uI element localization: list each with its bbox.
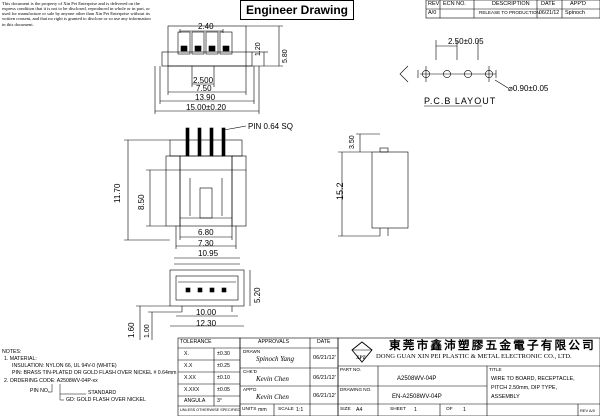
- approvals-title: APPROVALS: [258, 339, 290, 345]
- note-2a: PIN NO.: [30, 388, 50, 394]
- title-line-1: WIRE TO BOARD, RECEPTACLE,: [491, 376, 575, 382]
- sheet-label: SHEET: [390, 407, 406, 412]
- tol-row-2-key: X.X: [184, 363, 193, 369]
- company-name-en: DONG GUAN XIN PEI PLASTIC & METAL ELECTR…: [376, 353, 572, 360]
- dim-top-pitch: 2.40: [198, 22, 214, 31]
- approvals-date-header: DATE: [317, 339, 331, 345]
- title-label: TITLE: [489, 367, 502, 372]
- tolerance-footer: UNLESS OTHERWISE SPECIFIED: [180, 408, 241, 412]
- rev-footer-value: A/0: [589, 408, 596, 413]
- tol-row-3-value: ±0.10: [217, 375, 230, 381]
- dim-front-h2: 8.50: [137, 194, 146, 210]
- dim-top-h1: 1.20: [255, 42, 262, 56]
- tolerance-title: TOLERANCE: [180, 339, 212, 345]
- part-no-value: A2508WV-04P: [397, 376, 437, 382]
- dim-bottom-h1: 5.20: [253, 287, 262, 303]
- approval-role-drawn: DRAWN: [243, 349, 261, 354]
- dim-pcb-hole: ⌀0.90±0.05: [508, 84, 549, 93]
- of-value: 1: [463, 407, 466, 413]
- dim-top-w1: 2.500: [193, 76, 214, 85]
- tol-row-5-key: ANGULA: [184, 398, 206, 404]
- dim-pcb-pitch: 2.50±0.05: [448, 37, 484, 46]
- dim-bottom-h3: 1.00: [144, 324, 151, 338]
- ordering-code-leaders: [48, 384, 86, 401]
- top-view: [154, 25, 283, 114]
- note-2: 2. ORDERING CODE: A2508WV-04P-xx: [4, 378, 98, 384]
- rev-footer-label: REV: [580, 408, 589, 413]
- size-value: A4: [356, 407, 363, 413]
- company-name-cn: 東莞市鑫沛塑膠五金電子有限公司: [389, 339, 596, 352]
- tol-row-5-value: 3°: [217, 398, 222, 404]
- dim-top-w4: 15.00±0.20: [186, 103, 226, 112]
- description-value: RELEASE TO PRODUCTION: [479, 10, 540, 15]
- ecn-header: ECN NO.: [443, 1, 466, 7]
- title-line-3: ASSEMBLY: [491, 394, 520, 400]
- appd-header: APP'D: [570, 1, 587, 7]
- rev-header: REV: [428, 1, 440, 7]
- note-2c: GD: GOLD FLASH OVER NICKEL: [66, 397, 146, 403]
- approval-role-appd: APP'D: [243, 387, 257, 392]
- units-value: mm: [258, 407, 267, 413]
- scale-label: SCALE: [278, 407, 294, 412]
- tol-row-3-key: X.XX: [184, 375, 196, 381]
- dim-front-w2: 7.30: [198, 239, 214, 248]
- dim-top-w2: 7.50: [196, 84, 212, 93]
- company-logo: [351, 341, 373, 363]
- approval-date-appd: 06/21/12': [313, 393, 336, 399]
- tol-row-1-key: X.: [184, 351, 189, 357]
- dim-side-h1: 3.50: [349, 135, 356, 149]
- side-view: [338, 133, 409, 237]
- approval-name-appd: Kevin Chen: [256, 393, 289, 401]
- title-line-2: PITCH 2.50mm, DIP TYPE,: [491, 385, 558, 391]
- confidentiality-notice: This document is the property of Xin Pei…: [2, 1, 151, 27]
- dim-front-w1: 6.80: [198, 228, 214, 237]
- of-label: OF: [446, 407, 453, 412]
- dim-bottom-h2: 1.60: [127, 322, 136, 338]
- approval-name-chkd: Kevin Chen: [256, 375, 289, 383]
- front-view: [124, 125, 247, 249]
- approval-date-drawn: 06/21/12': [313, 355, 336, 361]
- units-label: UNITS: [242, 407, 257, 412]
- company-logo-text: XPT: [356, 356, 366, 361]
- dim-front-h1: 11.70: [113, 183, 122, 203]
- dim-side-h2: 15.2: [335, 182, 345, 200]
- tol-row-4-value: ±0.05: [217, 387, 230, 393]
- note-2b: STANDARD: [88, 390, 117, 396]
- approval-role-chkd: CHK'D: [243, 369, 257, 374]
- description-header: DESCRIPTION: [492, 1, 530, 7]
- approval-date-chkd: 06/21/12': [313, 375, 336, 381]
- scale-value: 1:1: [296, 407, 304, 413]
- bottom-view: [136, 257, 251, 340]
- pcb-layout: [399, 40, 509, 107]
- pcb-layout-label: P.C.B LAYOUT: [424, 96, 497, 106]
- sheet-value: 1: [414, 407, 417, 413]
- dim-bottom-w2: 10.00: [196, 308, 217, 317]
- title-block: [273, 337, 600, 416]
- part-no-label: PART NO.: [340, 367, 362, 372]
- tol-row-4-key: X.XXX: [184, 387, 200, 393]
- approval-name-drawn: Spinoch Yang: [256, 355, 295, 363]
- dim-bottom-w1: 10.95: [198, 249, 219, 258]
- tol-row-1-value: ±0.30: [217, 351, 230, 357]
- revision-block: [425, 0, 600, 19]
- tol-row-2-value: ±0.25: [217, 363, 230, 369]
- notes-heading: NOTES:: [2, 349, 22, 355]
- date-header: DATE: [541, 1, 556, 7]
- pin-size-label: PIN 0.64 SQ: [248, 122, 293, 131]
- dim-top-w3: 13.90: [195, 93, 216, 102]
- drawing-no-value: EN-A2508WV-04P: [392, 394, 442, 400]
- dim-bottom-w3: 12.30: [196, 319, 217, 328]
- size-label: SIZE: [340, 407, 351, 412]
- note-1b: PIN: BRASS TIN-PLATED OR GOLD FLASH OVER…: [12, 370, 177, 376]
- dim-top-h2: 5.80: [282, 49, 289, 63]
- appd-value: Spinoch: [565, 10, 585, 16]
- rev-value: A/0: [428, 10, 437, 16]
- drawing-title: Engineer Drawing: [240, 0, 354, 20]
- date-value: 06/21/12: [539, 10, 560, 16]
- note-1a: INSULATION: NYLON 66, UL 94V-0 (WHITE): [12, 363, 117, 369]
- note-1: 1. MATERIAL:: [4, 356, 37, 362]
- drawing-no-label: DRAWING NO.: [340, 387, 372, 392]
